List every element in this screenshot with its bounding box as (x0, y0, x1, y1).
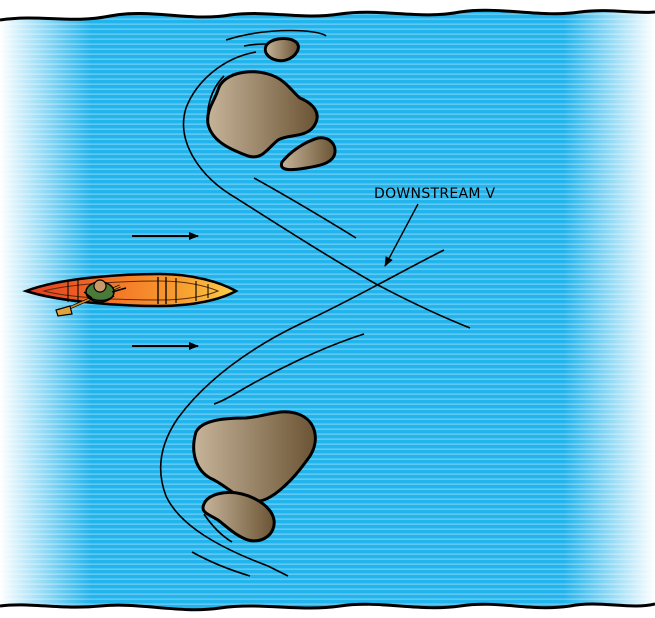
rock-upper-large (206, 70, 319, 159)
paddler-icon (55, 279, 127, 317)
downstream-v-annotation: DOWNSTREAM V (374, 186, 496, 267)
downstream-v-label: DOWNSTREAM V (374, 186, 496, 202)
rock-lower-large (192, 410, 317, 504)
bottom-bank-line (0, 602, 655, 612)
upper-eddy-lines (182, 29, 471, 329)
lower-eddy-lines (159, 249, 445, 577)
top-bank-line (0, 8, 655, 22)
downstream-v-pointer (384, 203, 419, 267)
rock-upper-wedge (279, 136, 337, 172)
rock-upper-small (263, 37, 300, 63)
rock-lower-small (201, 490, 276, 543)
canoe-icon (22, 272, 239, 308)
